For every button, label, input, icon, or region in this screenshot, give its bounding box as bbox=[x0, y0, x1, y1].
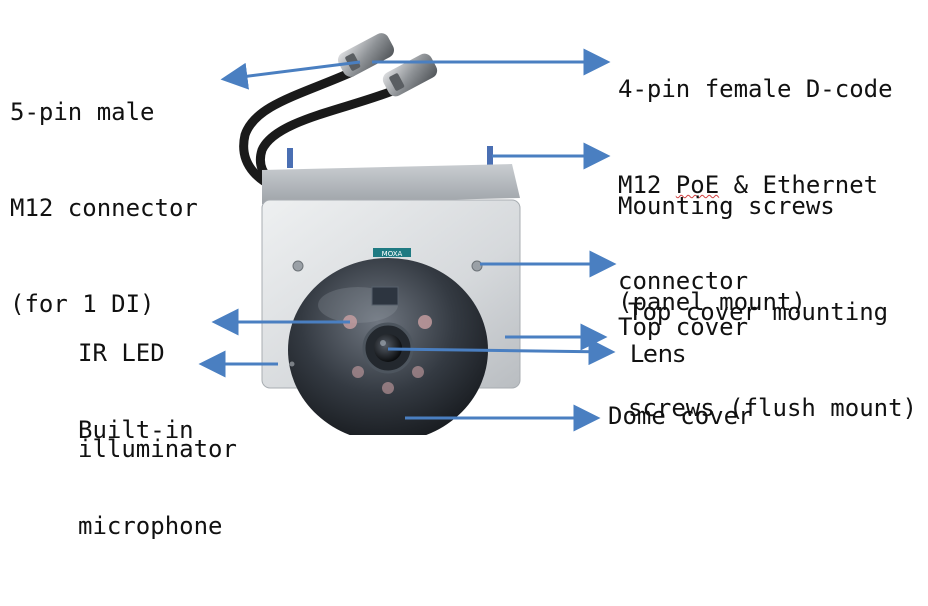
label-lens: Lens bbox=[630, 340, 686, 368]
label-5pin-line2: M12 connector bbox=[10, 194, 198, 222]
label-mounting-screws-line2: (panel mount) bbox=[618, 288, 806, 316]
camera-illustration: MOXA bbox=[198, 33, 617, 435]
label-5pin-line1: 5-pin male bbox=[10, 98, 155, 126]
label-top-cover: Top cover bbox=[618, 313, 749, 341]
label-mounting-screws: Mounting screws (panel mount) bbox=[618, 126, 835, 382]
label-microphone: Built-in microphone bbox=[78, 350, 223, 606]
label-top-cover-screws-line1: Top cover mounting bbox=[628, 298, 889, 326]
label-top-cover-screws: Top cover mounting screws (flush mount) bbox=[628, 232, 917, 488]
sensor-board bbox=[371, 286, 399, 306]
label-5pin: 5-pin male M12 connector (for 1 DI) bbox=[10, 32, 198, 384]
diagram-canvas: MOXA bbox=[10, 9, 917, 540]
callout-arrows bbox=[198, 48, 617, 432]
housing-top-edge bbox=[262, 164, 520, 204]
microphone-hole bbox=[289, 361, 295, 367]
label-4pin-line2: M12 PoE & Ethernet bbox=[618, 169, 893, 201]
label-microphone-line1: Built-in bbox=[78, 416, 194, 444]
label-top-cover-screws-line2: screws (flush mount) bbox=[628, 394, 917, 422]
arrow-lens bbox=[387, 338, 616, 366]
label-4pin-line2-poe: PoE bbox=[675, 171, 720, 199]
panel-mount-screws bbox=[287, 146, 493, 168]
label-4pin-line1: 4-pin female D-code bbox=[618, 75, 893, 103]
label-4pin: 4-pin female D-code M12 PoE & Ethernet c… bbox=[618, 9, 893, 361]
label-4pin-line2-a: M12 bbox=[618, 171, 676, 199]
label-microphone-line2: microphone bbox=[78, 512, 223, 540]
label-4pin-line3: connector bbox=[618, 267, 749, 295]
label-4pin-line2-b: & Ethernet bbox=[719, 171, 879, 199]
label-dome-cover: Dome cover bbox=[608, 402, 753, 430]
connector-4pin bbox=[382, 53, 438, 97]
label-mounting-screws-line1: Mounting screws bbox=[618, 192, 835, 220]
arrow-5pin bbox=[220, 60, 361, 90]
label-ir-led-line1: IR LED bbox=[78, 339, 165, 367]
brand-text: MOXA bbox=[382, 250, 403, 258]
brand-plate bbox=[373, 248, 411, 257]
label-5pin-line3: (for 1 DI) bbox=[10, 290, 155, 318]
